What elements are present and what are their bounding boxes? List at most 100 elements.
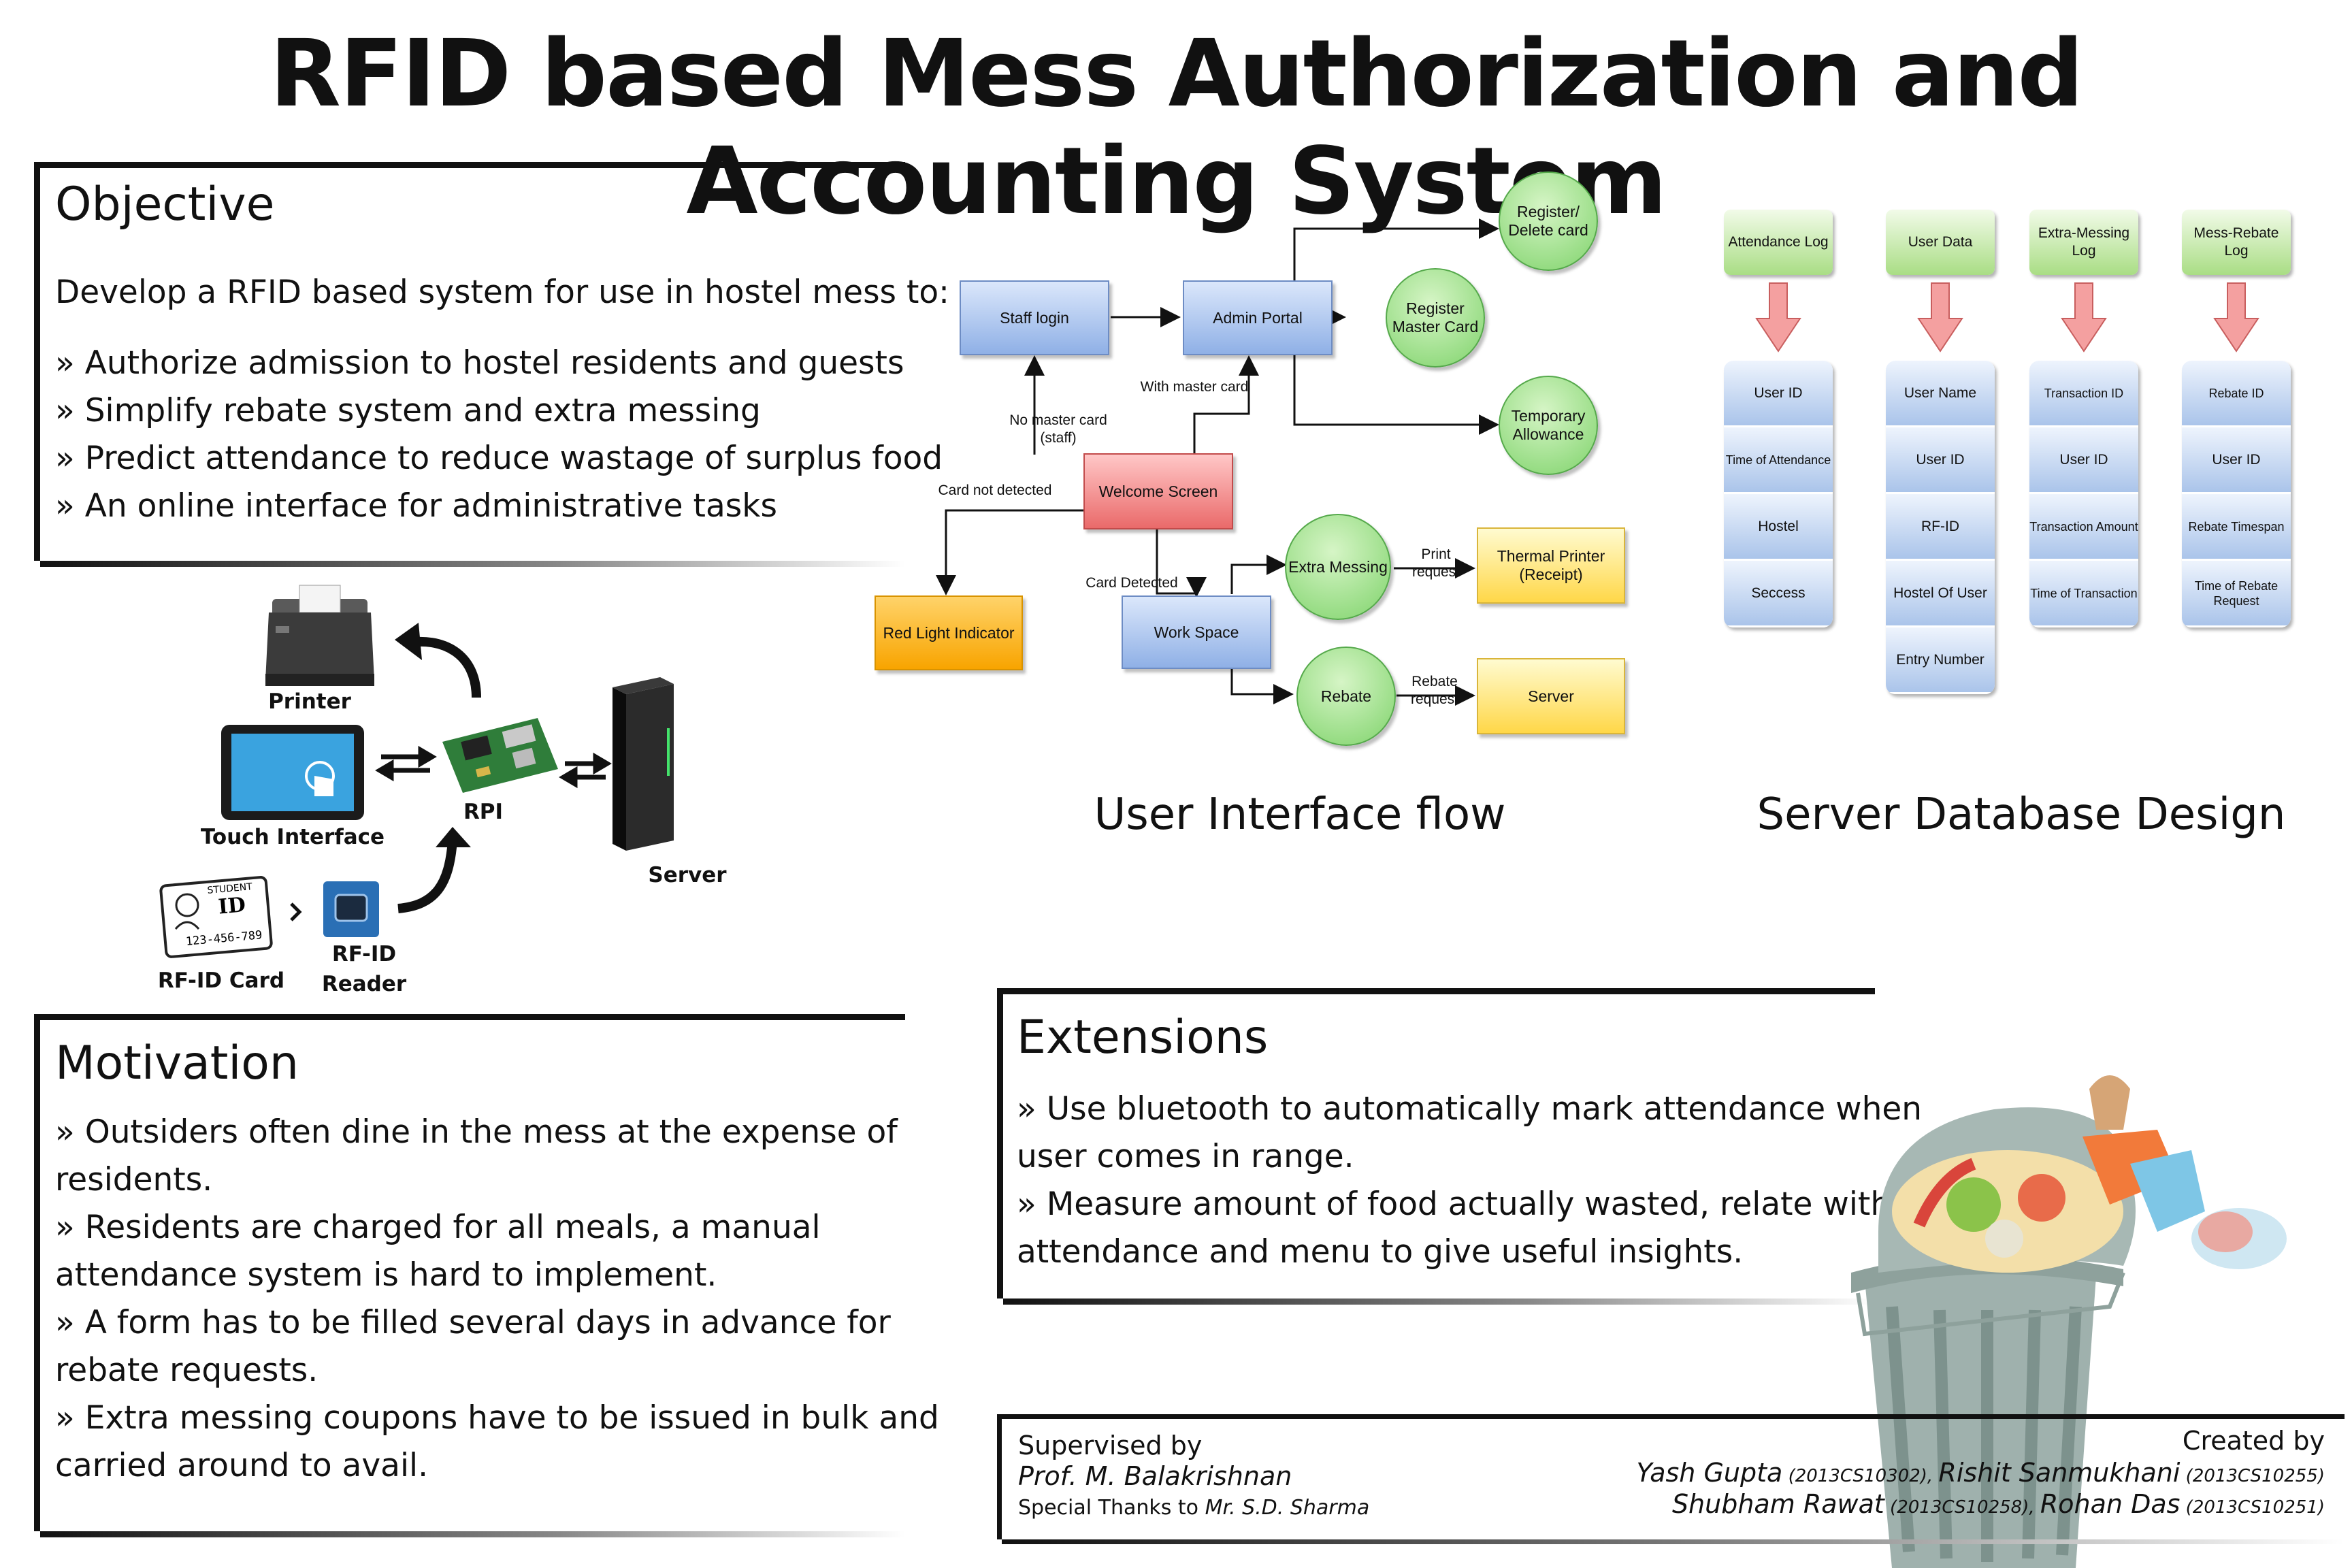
flow-node-admin-portal: Admin Portal: [1183, 280, 1333, 355]
db-table-attendance-log: User ID Time of Attendance Hostel Secces…: [1724, 361, 1833, 627]
extensions-line: attendance and menu to give useful insig…: [1017, 1233, 1744, 1271]
db-field: Seccess: [1724, 561, 1833, 627]
edge-label-no-master-card: No master card (staff): [1009, 412, 1107, 446]
printer-icon: [265, 585, 374, 686]
database-caption: Server Database Design: [1757, 789, 2286, 840]
flow-node-thermal-printer: Thermal Printer (Receipt): [1477, 527, 1625, 604]
objective-box: Objective Develop a RFID based system fo…: [34, 162, 949, 567]
credits-box: [997, 1414, 2345, 1544]
objective-item: » Simplify rebate system and extra messi…: [55, 392, 761, 429]
motivation-line: rebate requests.: [55, 1352, 318, 1389]
flow-node-register-master-card: Register Master Card: [1386, 268, 1485, 368]
edge-label-rebate-request: Rebate request: [1410, 674, 1459, 707]
card-id-text: ID: [217, 893, 246, 919]
db-table-extra-messing-log: Transaction ID User ID Transaction Amoun…: [2029, 361, 2138, 627]
special-thanks: Special Thanks to Mr. S.D. Sharma: [1018, 1496, 1369, 1520]
extensions-heading: Extensions: [1017, 1011, 1269, 1064]
id-card-icon: STUDENT ID 123-456-789: [159, 876, 273, 958]
edge-label-print-request: Print request: [1411, 546, 1460, 580]
db-table-user-data: User Name User ID RF-ID Hostel Of User E…: [1886, 361, 1995, 694]
rfid-reader-label-line2: Reader: [321, 972, 407, 996]
server-label: Server: [648, 863, 727, 887]
created-by-label: Created by: [2182, 1426, 2325, 1456]
author-id: (2013CS10255): [2180, 1466, 2325, 1486]
edge-label-card-not-detected: Card not detected: [938, 483, 1052, 498]
poster-title: RFID based Mess Authorization and Accoun…: [270, 20, 2083, 235]
special-thanks-name: Mr. S.D. Sharma: [1205, 1496, 1370, 1520]
flow-caption: User Interface flow: [1094, 789, 1506, 840]
flow-node-work-space: Work Space: [1122, 595, 1271, 669]
db-field: User Name: [1886, 361, 1995, 427]
db-table-mess-rebate-log: Rebate ID User ID Rebate Timespan Time o…: [2182, 361, 2291, 627]
flow-node-temporary-allowance: Temporary Allowance: [1499, 376, 1598, 475]
db-field: Hostel Of User: [1886, 561, 1995, 627]
db-table-header: User Data: [1886, 210, 1995, 275]
flow-node-rebate: Rebate: [1296, 647, 1396, 746]
db-field: RF-ID: [1886, 494, 1995, 561]
db-field: User ID: [1724, 361, 1833, 427]
author-id: (2013CS10302),: [1782, 1466, 1939, 1486]
db-table-header: Extra-Messing Log: [2029, 210, 2138, 275]
rfid-reader-label: RF-ID Reader: [313, 939, 415, 999]
edge-label-with-master-card: With master card: [1140, 379, 1249, 395]
extensions-box: Extensions » Use bluetooth to automatica…: [997, 988, 1922, 1305]
db-field: Rebate Timespan: [2182, 494, 2291, 561]
flow-node-register-delete-card: Register/ Delete card: [1499, 172, 1598, 271]
server-icon: [612, 677, 674, 851]
motivation-line: » Residents are charged for all meals, a…: [55, 1209, 821, 1246]
special-thanks-prefix: Special Thanks to: [1018, 1496, 1205, 1520]
extensions-line: » Use bluetooth to automatically mark at…: [1017, 1090, 1923, 1128]
author-name: Yash Gupta: [1636, 1458, 1783, 1488]
rpi-label: RPI: [463, 800, 504, 824]
motivation-box: Motivation » Outsiders often dine in the…: [34, 1014, 939, 1537]
flow-node-red-light-indicator: Red Light Indicator: [875, 595, 1023, 670]
supervisor-name: Prof. M. Balakrishnan: [1018, 1461, 1292, 1491]
flow-node-server: Server: [1477, 658, 1625, 734]
db-field: User ID: [1886, 427, 1995, 494]
author-id: (2013CS10251): [2180, 1497, 2325, 1518]
author-name: Rishit Sanmukhani: [1938, 1458, 2180, 1488]
motivation-line: residents.: [55, 1161, 213, 1198]
flow-node-welcome-screen: Welcome Screen: [1083, 453, 1233, 529]
credits-line-2: Shubham Rawat (2013CS10258), Rohan Das (…: [1672, 1489, 2325, 1519]
motivation-line: » A form has to be filled several days i…: [55, 1304, 891, 1341]
rfid-card-label: RF-ID Card: [157, 968, 285, 993]
objective-item: » Authorize admission to hostel resident…: [55, 344, 904, 382]
db-field: Hostel: [1724, 494, 1833, 561]
db-field: User ID: [2182, 427, 2291, 494]
db-field: Time of Attendance: [1724, 427, 1833, 494]
objective-intro: Develop a RFID based system for use in h…: [55, 274, 950, 311]
touch-interface-label: Touch Interface: [200, 825, 385, 849]
db-field: Transaction ID: [2029, 361, 2138, 427]
hardware-diagram: STUDENT ID 123-456-789: [159, 585, 674, 958]
motivation-line: » Extra messing coupons have to be issue…: [55, 1399, 939, 1437]
flow-node-staff-login: Staff login: [960, 280, 1109, 355]
objective-heading: Objective: [55, 178, 275, 231]
db-field: Transaction Amount: [2029, 494, 2138, 561]
printer-label: Printer: [268, 689, 351, 714]
db-table-header: Mess-Rebate Log: [2182, 210, 2291, 275]
motivation-heading: Motivation: [55, 1036, 299, 1090]
db-field: Rebate ID: [2182, 361, 2291, 427]
objective-item: » Predict attendance to reduce wastage o…: [55, 440, 943, 477]
edge-label-card-detected: Card Detected: [1085, 575, 1178, 591]
objective-item: » An online interface for administrative…: [55, 487, 777, 525]
db-field: Time of Transaction: [2029, 561, 2138, 627]
motivation-line: » Outsiders often dine in the mess at th…: [55, 1113, 898, 1151]
motivation-line: attendance system is hard to implement.: [55, 1256, 717, 1294]
rfid-reader-icon: [323, 881, 379, 937]
card-student-text: STUDENT: [207, 881, 253, 896]
author-id: (2013CS10258),: [1884, 1497, 2040, 1518]
author-name: Shubham Rawat: [1671, 1489, 1884, 1519]
motivation-line: carried around to avail.: [55, 1447, 429, 1484]
extensions-line: user comes in range.: [1017, 1138, 1354, 1175]
db-table-header: Attendance Log: [1724, 210, 1833, 275]
extensions-line: » Measure amount of food actually wasted…: [1017, 1186, 1891, 1223]
db-field: User ID: [2029, 427, 2138, 494]
credits-line-1: Yash Gupta (2013CS10302), Rishit Sanmukh…: [1637, 1458, 2325, 1488]
author-name: Rohan Das: [2040, 1489, 2180, 1519]
raspberry-pi-icon: [442, 718, 558, 793]
flow-node-extra-messing: Extra Messing: [1285, 514, 1391, 620]
